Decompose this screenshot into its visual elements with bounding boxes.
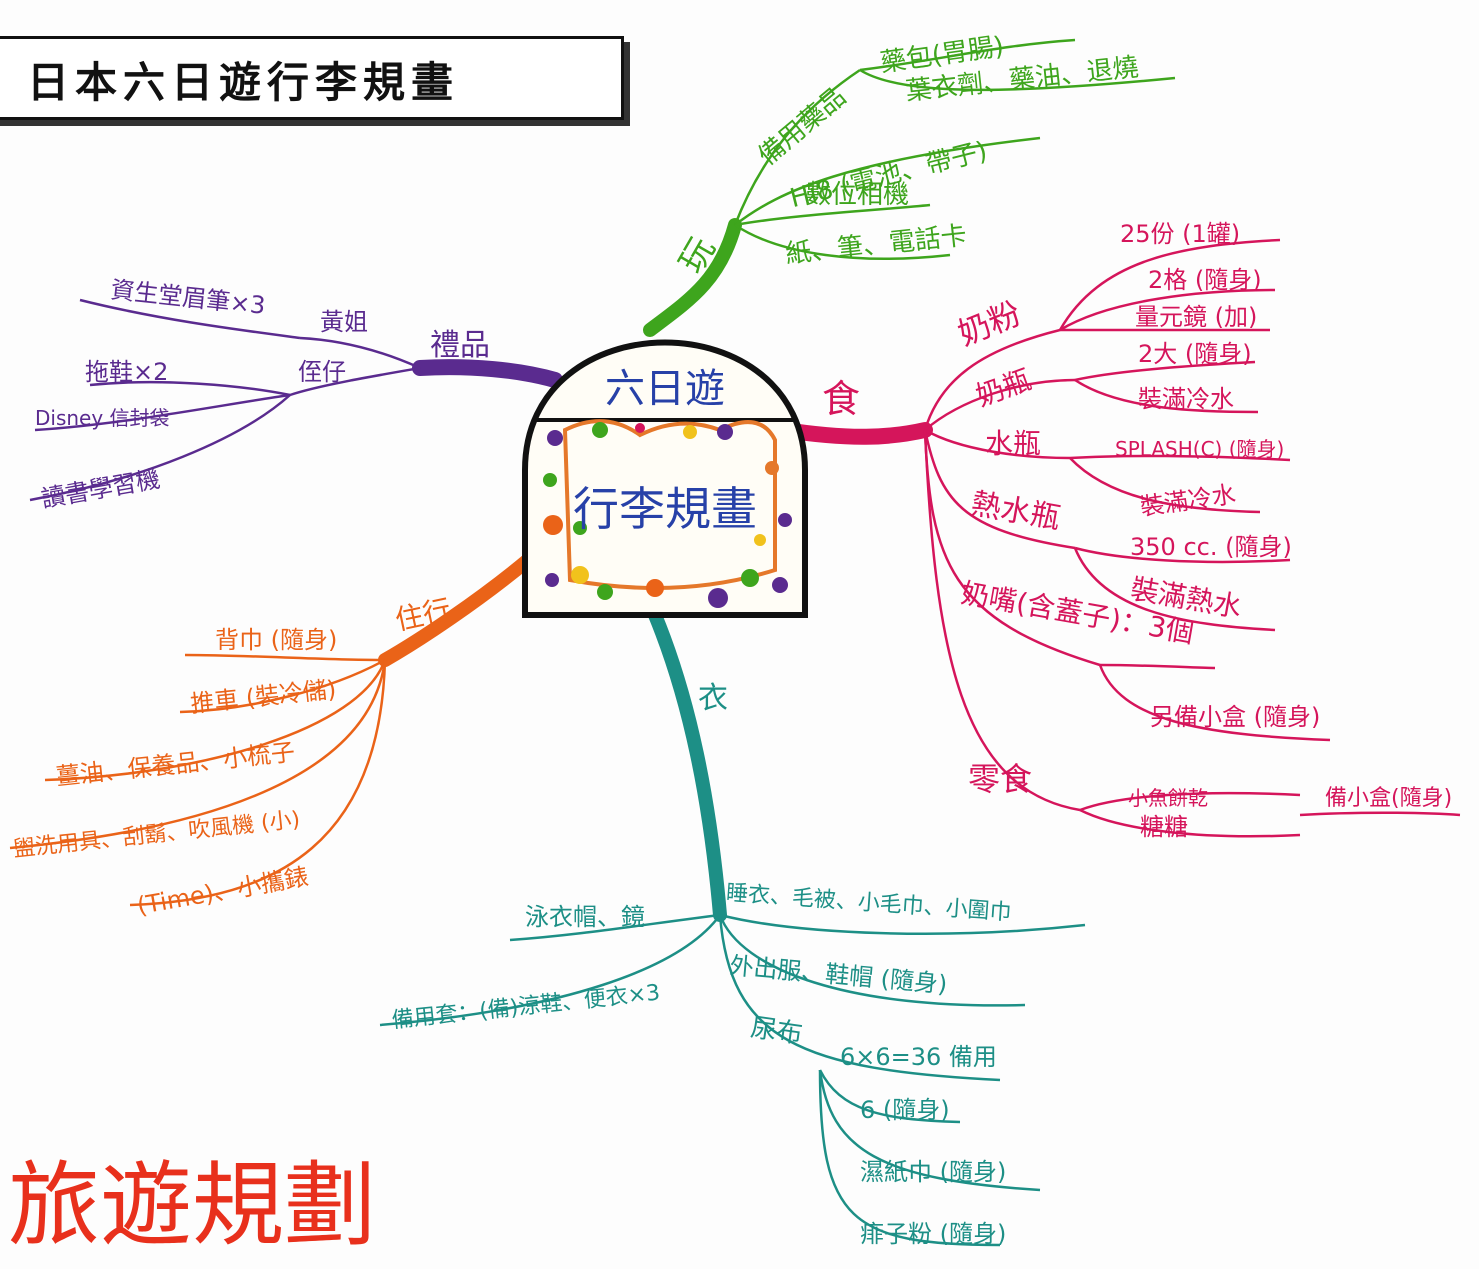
food-item: 零食 bbox=[968, 760, 1032, 798]
play-item: 數位相機 bbox=[805, 180, 909, 210]
clothes-item: 濕紙巾 (隨身) bbox=[860, 1158, 1006, 1186]
food-item: 2格 (隨身) bbox=[1148, 266, 1262, 294]
title-box: 日本六日遊行李規畫 bbox=[0, 36, 624, 120]
play-branch-lines bbox=[733, 38, 1176, 260]
gift-branch-lines bbox=[29, 298, 421, 502]
clothes-item: 外出服、鞋帽 (隨身) bbox=[728, 952, 948, 999]
clothes-item: 痱子粉 (隨身) bbox=[860, 1220, 1006, 1248]
gift-item: 讀書學習機 bbox=[39, 465, 162, 513]
gift-trunk bbox=[412, 359, 563, 388]
center-top-text: 六日遊 bbox=[605, 366, 725, 412]
food-item: 裝滿冷水 bbox=[1138, 385, 1234, 413]
clothes-label: 衣 bbox=[698, 681, 728, 716]
food-item: 小魚餅乾 bbox=[1128, 786, 1208, 810]
clothes-trunk bbox=[648, 608, 727, 922]
center-bottom-text: 行李規畫 bbox=[573, 482, 757, 536]
food-trunk bbox=[777, 422, 933, 445]
clothes-item: 6×6=36 備用 bbox=[840, 1043, 997, 1071]
food-branch-lines bbox=[923, 238, 1461, 838]
travel-item: 背巾 (隨身) bbox=[215, 626, 337, 654]
clothes-item: 睡衣、毛被、小毛巾、小圍巾 bbox=[725, 881, 1012, 926]
food-item: 2大 (隨身) bbox=[1138, 340, 1252, 368]
page-title: 日本六日遊行李規畫 bbox=[27, 58, 460, 107]
gift-item: Disney 信封袋 bbox=[35, 406, 170, 430]
center-node: 六日遊 行李規畫 bbox=[522, 339, 808, 618]
food-item: 裝滿冷水 bbox=[1138, 480, 1237, 521]
gift-item: 拖鞋×2 bbox=[85, 358, 168, 386]
center-dots bbox=[543, 422, 792, 608]
footer-caption: 旅遊規劃 bbox=[8, 1152, 377, 1259]
travel-item: (Time)、小攜錶 bbox=[135, 863, 311, 921]
clothes-item: 尿布 bbox=[749, 1013, 805, 1050]
travel-item: 推車 (裝冷儲) bbox=[189, 675, 337, 718]
food-item: SPLASH(C) (隨身) bbox=[1115, 437, 1284, 461]
gift-item: 侄仔 bbox=[298, 358, 346, 386]
food-item: 25份 (1罐) bbox=[1120, 220, 1240, 248]
food-item: 另備小盒 (隨身) bbox=[1150, 703, 1320, 731]
travel-item: 盥洗用具、刮鬍、吹風機 (小) bbox=[12, 807, 301, 862]
play-item: 備用藥品 bbox=[753, 82, 852, 172]
food-label: 食 bbox=[822, 377, 860, 421]
clothes-branch-lines bbox=[379, 913, 1086, 1247]
food-item: 350 cc. (隨身) bbox=[1130, 533, 1292, 561]
clothes-item: 6 (隨身) bbox=[860, 1096, 950, 1124]
food-item: 水瓶 bbox=[985, 427, 1041, 460]
play-item: 紙、筆、電話卡 bbox=[784, 221, 968, 270]
travel-branch-lines bbox=[9, 653, 387, 907]
food-item: 量元鏡 (加) bbox=[1135, 303, 1257, 331]
travel-trunk bbox=[378, 553, 535, 667]
gift-item: 黃姐 bbox=[320, 308, 368, 336]
food-item: 糖糖 bbox=[1140, 813, 1188, 841]
clothes-item: 泳衣帽、鏡 bbox=[525, 903, 645, 931]
food-item: 熱水瓶 bbox=[968, 486, 1063, 536]
travel-item: 薑油、保養品、小梳子 bbox=[55, 738, 297, 791]
clothes-item: 備用套：(備)涼鞋、便衣×3 bbox=[391, 981, 662, 1034]
food-item: 備小盒(隨身) bbox=[1325, 786, 1452, 811]
gift-item: 資生堂眉筆×3 bbox=[109, 276, 266, 320]
food-item: 奶瓶 bbox=[972, 363, 1036, 413]
gift-label: 禮品 bbox=[430, 328, 490, 363]
play-trunk bbox=[643, 218, 742, 337]
